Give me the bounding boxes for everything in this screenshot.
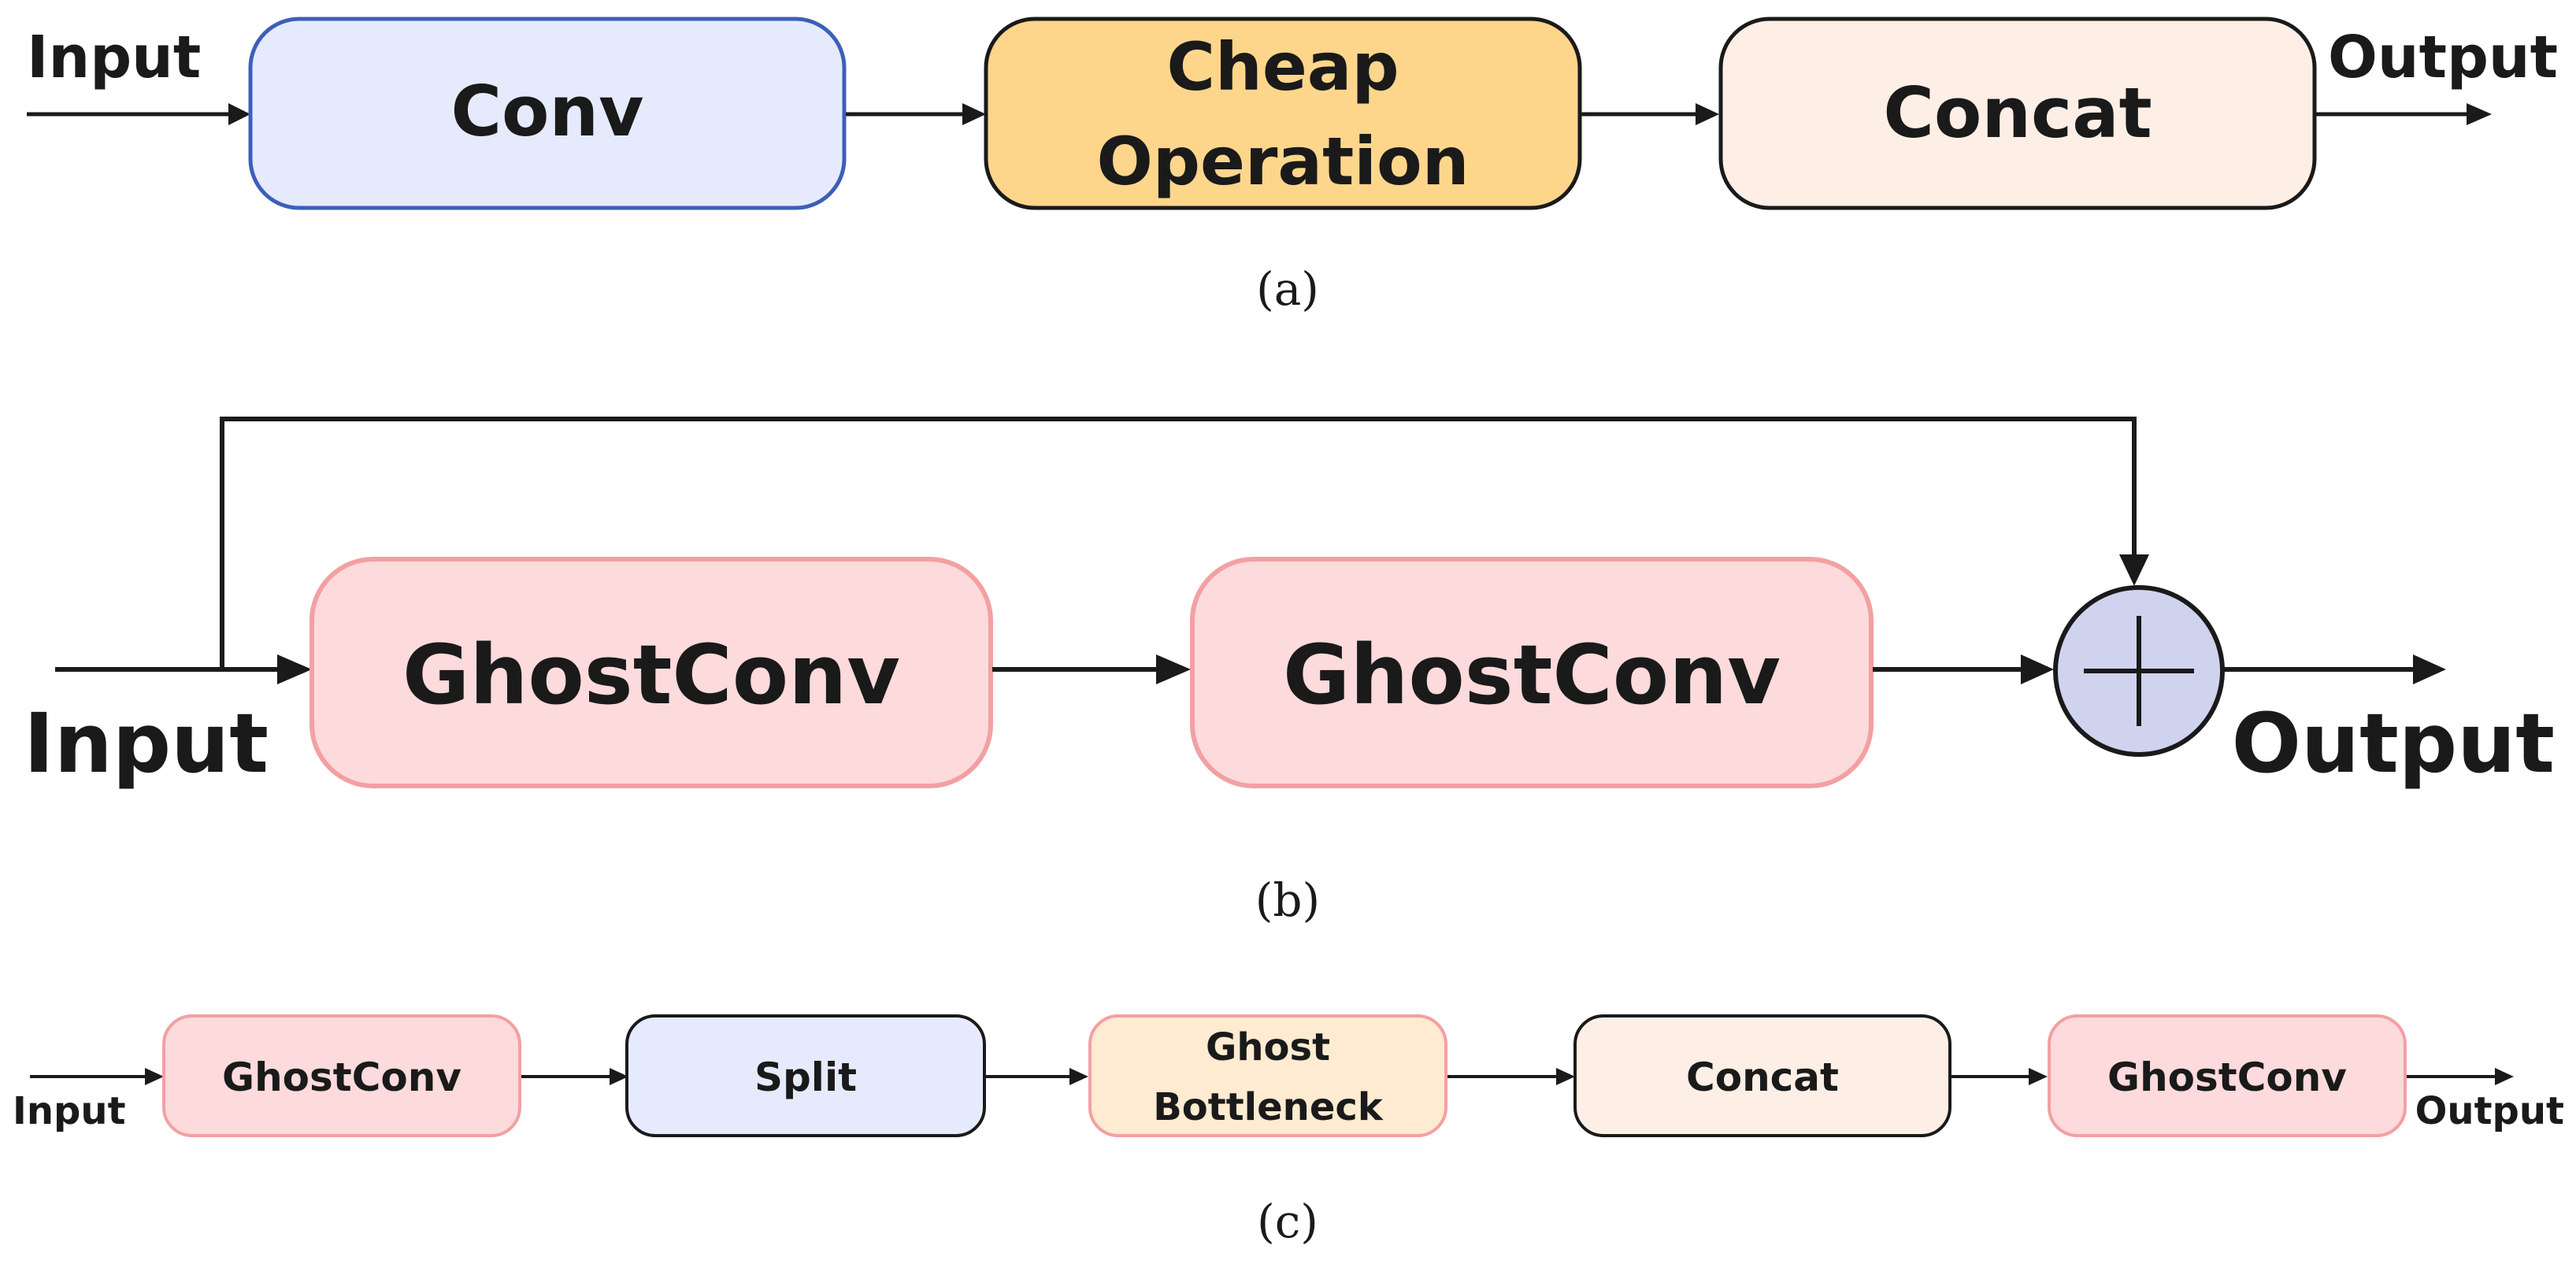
panel-a-cheap-operation-box [984,17,1582,210]
panel-b-ghostconv-box-2 [1190,557,1874,788]
panel-c-arrowhead-bottleneck-concat [1556,1068,1575,1085]
panel-c-caption: (c) [1257,1195,1318,1248]
panel-b-ghostconv-label-2: GhostConv [1283,627,1781,723]
panel-a-input-label: Input [27,24,201,91]
panel-a-conv-label: Conv [450,71,643,152]
panel-a-caption: (a) [1256,262,1319,316]
panel-b-skip-arrowhead [2119,554,2149,586]
panel-b-arrowhead-ghost-sum [2021,654,2054,684]
panel-b-output-arrowhead [2413,654,2446,684]
panel-a-cheap-label-line2: Operation [1096,123,1469,200]
panel-c-bottleneck-label-line1: Ghost [1206,1025,1330,1069]
panel-c-output-label: Output [2415,1089,2564,1133]
panel-b: Input GhostConv GhostConv Output (b) [24,417,2555,927]
panel-b-skip-connection [220,417,2137,669]
panel-a-conv-box [248,17,847,210]
panel-b-ghostconv-label-1: GhostConv [402,627,900,723]
panel-b-output-label: Output [2232,695,2555,791]
panel-a-cheap-label-line1: Cheap [1166,28,1399,106]
panel-c-split-label: Split [754,1055,857,1100]
panel-c-split-box [625,1014,986,1137]
panel-c-ghostconv-box-2 [2048,1014,2407,1137]
panel-c-arrowhead-concat-ghost [2029,1068,2048,1085]
panel-b-arrowhead-ghost-ghost [1156,654,1191,684]
panel-a-arrowhead-conv-cheap [962,103,986,125]
panel-c-concat-box [1573,1014,1951,1137]
panel-b-ghostconv-box-1 [309,557,993,788]
plus-icon [2053,585,2225,757]
panel-c-arrowhead-split-bottleneck [1069,1068,1088,1085]
panel-c: Input GhostConv Split Ghost Bottleneck C… [13,1014,2564,1248]
panel-a: Input Conv Cheap Operation Concat Output… [27,17,2558,316]
panel-c-input-label: Input [13,1089,126,1133]
panel-c-input-arrowhead [145,1068,164,1085]
panel-c-arrowhead-ghost-split [610,1068,628,1085]
panel-a-output-arrowhead [2467,103,2492,125]
panel-c-ghostconv-label-1: GhostConv [222,1055,461,1100]
panel-b-input-arrowhead [277,654,312,684]
panel-c-output-arrowhead [2495,1068,2514,1085]
panel-c-ghostconv-label-2: GhostConv [2107,1055,2347,1100]
panel-c-concat-label: Concat [1686,1055,1839,1100]
panel-a-arrowhead-cheap-concat [1696,103,1719,125]
panel-b-input-label: Input [24,695,269,791]
panel-c-ghostconv-box-1 [162,1014,521,1137]
panel-c-bottleneck-label-line2: Bottleneck [1153,1085,1384,1129]
panel-c-ghost-bottleneck-box [1088,1014,1447,1137]
panel-a-concat-box [1718,17,2317,210]
panel-b-caption: (b) [1255,873,1320,927]
panel-a-concat-label: Concat [1883,72,2152,154]
panel-a-input-arrowhead [228,103,250,125]
panel-a-output-label: Output [2328,24,2558,91]
